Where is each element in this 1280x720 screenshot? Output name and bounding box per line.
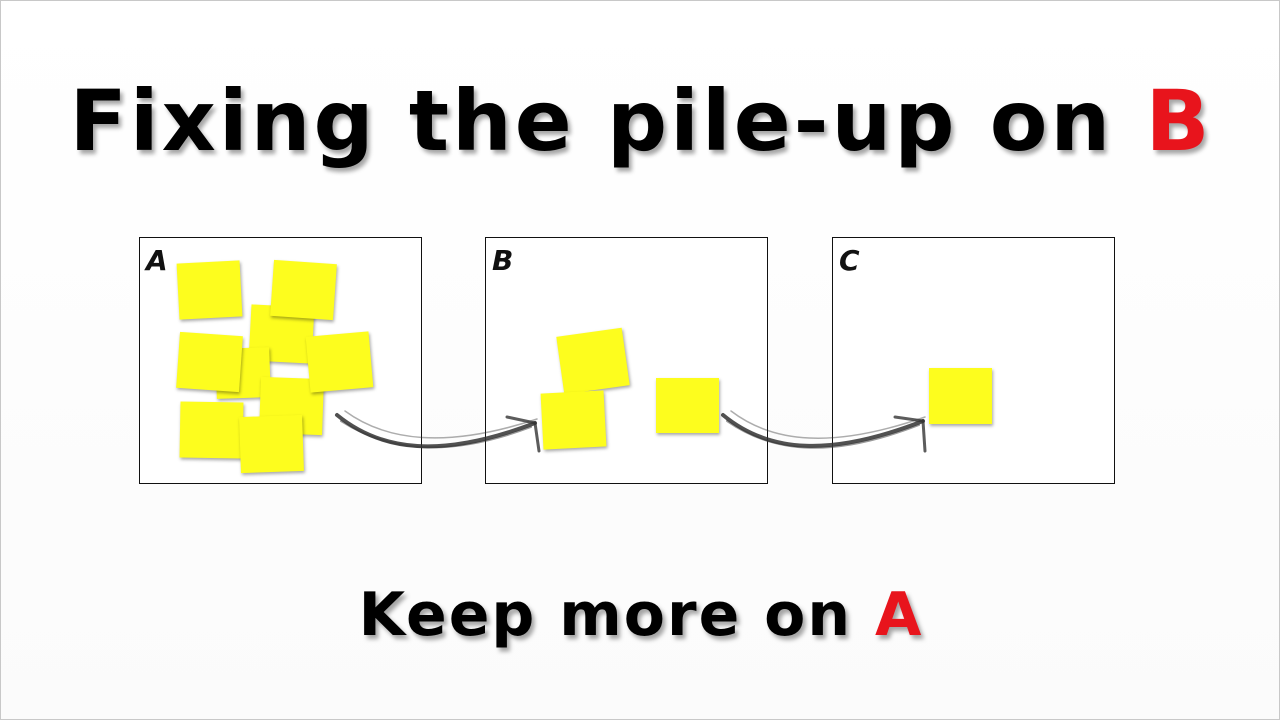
- slide-subtitle: Keep more on A: [1, 579, 1280, 651]
- sticky-note: [540, 390, 607, 450]
- station-label-b: B: [492, 244, 514, 277]
- sticky-note: [239, 414, 304, 474]
- sticky-note: [176, 260, 243, 320]
- sticky-note: [270, 259, 337, 321]
- station-box-b: B: [485, 237, 768, 484]
- station-box-c: C: [832, 237, 1115, 484]
- sticky-note: [929, 368, 992, 424]
- station-label-a: A: [146, 244, 168, 277]
- sticky-note: [656, 378, 719, 433]
- subtitle-text: Keep more on: [358, 580, 875, 650]
- title-text: Fixing the pile-up on: [69, 72, 1146, 170]
- title-highlight: B: [1145, 72, 1213, 170]
- station-label-c: C: [839, 244, 860, 277]
- slide-title: Fixing the pile-up on B: [1, 71, 1280, 171]
- subtitle-highlight: A: [874, 580, 924, 650]
- sticky-note: [556, 327, 630, 395]
- sticky-note: [305, 331, 374, 393]
- station-box-a: A: [139, 237, 422, 484]
- sticky-note: [179, 401, 244, 459]
- sticky-note: [176, 331, 243, 393]
